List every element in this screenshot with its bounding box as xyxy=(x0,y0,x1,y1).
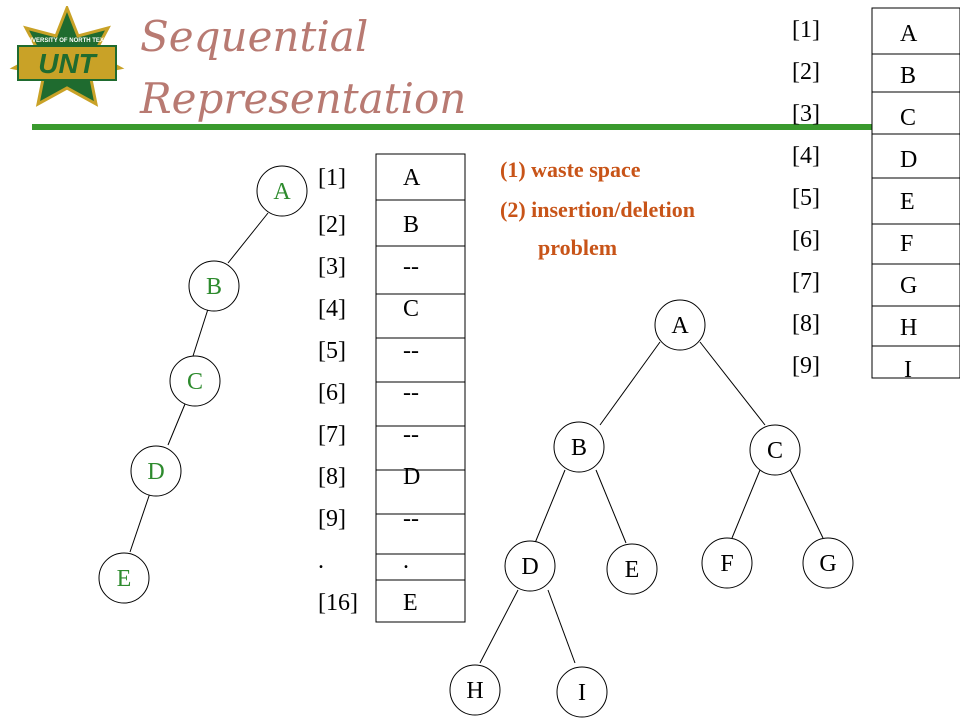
edge-cd-ch xyxy=(479,589,519,664)
skewed-index: [2] xyxy=(318,212,346,238)
complete-cell-value: E xyxy=(900,189,915,215)
skewed-tree-label-b: B xyxy=(205,274,222,300)
skewed-index: [9] xyxy=(318,506,346,532)
skewed-cell-value: -- xyxy=(403,254,419,280)
edge-cb-ce xyxy=(595,469,627,544)
skewed-array-cells xyxy=(375,153,466,623)
skewed-index: [16] xyxy=(318,590,358,616)
title-line-1: Sequential xyxy=(140,12,369,61)
tree-node-c xyxy=(169,355,221,407)
skewed-tree-label-c: C xyxy=(186,369,203,395)
title-line-2: Representation xyxy=(140,74,467,123)
edge-cc-cf xyxy=(731,469,761,539)
complete-index: [8] xyxy=(792,311,820,337)
complete-tree-label-d: D xyxy=(521,554,539,580)
complete-index: [5] xyxy=(792,185,820,211)
edge-cb-cd xyxy=(534,469,566,544)
unt-logo: UNT UNIVERSITY OF NORTH TEXAS xyxy=(8,6,126,112)
complete-cell-value: I xyxy=(904,357,912,383)
skewed-cell-value: -- xyxy=(403,338,419,364)
complete-array-cells xyxy=(871,7,960,379)
edge-cc-cg xyxy=(789,469,824,539)
complete-cell-value: A xyxy=(900,21,918,47)
edge-c-d xyxy=(167,403,186,446)
complete-tree-label-a: A xyxy=(671,313,689,339)
skewed-index: [4] xyxy=(318,296,346,322)
skewed-tree-label-e: E xyxy=(116,566,132,592)
complete-tree-label-e: E xyxy=(624,557,640,583)
complete-index: [7] xyxy=(792,269,820,295)
complete-tree-edges xyxy=(479,341,824,664)
ctree-node-e xyxy=(606,543,658,595)
complete-index: [2] xyxy=(792,59,820,85)
edge-d-e xyxy=(129,492,151,553)
complete-tree-label-i: I xyxy=(578,680,586,706)
skewed-cell-value: C xyxy=(403,296,420,322)
complete-cell-value: H xyxy=(900,315,918,341)
skewed-tree-label-d: D xyxy=(147,459,165,485)
complete-cell-value: C xyxy=(900,105,917,131)
skewed-cell-value: A xyxy=(403,165,421,191)
edge-b-c xyxy=(192,308,209,357)
complete-cell-value: B xyxy=(900,63,917,89)
complete-cell-value: F xyxy=(900,231,914,257)
logo-text: UNT xyxy=(38,48,98,79)
complete-index: [9] xyxy=(792,353,820,379)
ctree-node-g xyxy=(802,537,854,589)
note-problem: problem xyxy=(538,235,618,260)
complete-tree-label-g: G xyxy=(819,551,837,577)
tree-node-b xyxy=(188,260,240,312)
complete-index: [6] xyxy=(792,227,820,253)
tree-node-a xyxy=(256,165,308,217)
skewed-cell-value: -- xyxy=(403,380,419,406)
complete-index: [1] xyxy=(792,17,820,43)
skewed-index: [7] xyxy=(318,422,346,448)
complete-cell-value: G xyxy=(900,273,918,299)
edge-cd-ci xyxy=(547,589,576,664)
skewed-index: [6] xyxy=(318,380,346,406)
skewed-cell-value: E xyxy=(403,590,418,616)
ctree-node-a xyxy=(654,299,706,351)
tree-node-d xyxy=(130,445,182,497)
skewed-cell-value: D xyxy=(403,464,421,490)
complete-tree-label-h: H xyxy=(466,678,484,704)
tree-node-e xyxy=(98,552,150,604)
ctree-node-i xyxy=(556,666,608,718)
ctree-node-b xyxy=(553,421,605,473)
skewed-index: [3] xyxy=(318,254,346,280)
ctree-node-h xyxy=(449,664,501,716)
edge-a-b xyxy=(227,212,269,264)
title-underline xyxy=(32,124,904,130)
note-waste-space: (1) waste space xyxy=(500,157,641,182)
skewed-cell-value: B xyxy=(403,212,420,238)
complete-index: [3] xyxy=(792,101,820,127)
skewed-index: [8] xyxy=(318,464,346,490)
skewed-cell-value: -- xyxy=(403,506,419,532)
logo-ring-text: UNIVERSITY OF NORTH TEXAS xyxy=(22,38,113,44)
edge-ca-cc xyxy=(699,341,766,426)
complete-cell-value: D xyxy=(900,147,918,173)
skewed-tree-label-a: A xyxy=(273,179,291,205)
skewed-tree-nodes xyxy=(98,165,308,604)
edge-ca-cb xyxy=(599,341,661,426)
complete-tree-nodes xyxy=(449,299,854,718)
complete-tree-label-c: C xyxy=(766,438,783,464)
ctree-node-f xyxy=(701,537,753,589)
note-insertion-deletion: (2) insertion/deletion xyxy=(500,197,695,222)
skewed-cell-value: -- xyxy=(403,422,419,448)
skewed-tree-edges xyxy=(129,212,269,553)
skewed-index: . xyxy=(318,548,324,574)
skewed-index: [1] xyxy=(318,165,346,191)
skewed-cell-value: . xyxy=(403,548,409,574)
complete-tree-label-f: F xyxy=(720,551,734,577)
ctree-node-c xyxy=(749,424,801,476)
skewed-index: [5] xyxy=(318,338,346,364)
complete-index: [4] xyxy=(792,143,820,169)
complete-tree-label-b: B xyxy=(570,435,587,461)
ctree-node-d xyxy=(504,540,556,592)
